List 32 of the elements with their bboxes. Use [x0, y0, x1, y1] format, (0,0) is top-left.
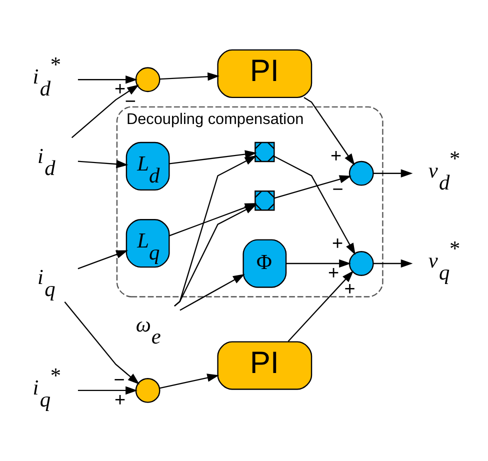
node-circle [134, 66, 160, 92]
arrow [372, 258, 412, 268]
edge-label: + [344, 278, 355, 300]
edge-label: + [330, 145, 342, 166]
arrow [77, 74, 137, 84]
node-circle [134, 378, 160, 402]
edge-label: + [328, 262, 339, 284]
arrow [179, 273, 244, 310]
arrow [372, 168, 412, 177]
arrow [287, 270, 354, 342]
arrow [168, 150, 256, 164]
edge-label: + [332, 233, 343, 254]
arrow [64, 300, 140, 384]
edge-label: + [114, 78, 126, 100]
edge-label: − [113, 370, 124, 391]
arrow [158, 373, 219, 388]
node-circle [348, 160, 374, 186]
edge-label: + [114, 389, 126, 410]
arrow [273, 155, 355, 255]
arrow [159, 72, 220, 80]
node-circle [348, 250, 374, 276]
node-box: PI [216, 48, 312, 98]
arrow [77, 250, 128, 269]
arrow [274, 174, 351, 198]
edge-label: − [332, 179, 343, 200]
node-box: PI [216, 340, 312, 390]
arrow [70, 84, 139, 138]
arrow [77, 386, 137, 394]
node-box: Φ [242, 238, 286, 288]
arrow [77, 159, 128, 168]
arrow [303, 96, 354, 166]
arrow [286, 258, 350, 268]
